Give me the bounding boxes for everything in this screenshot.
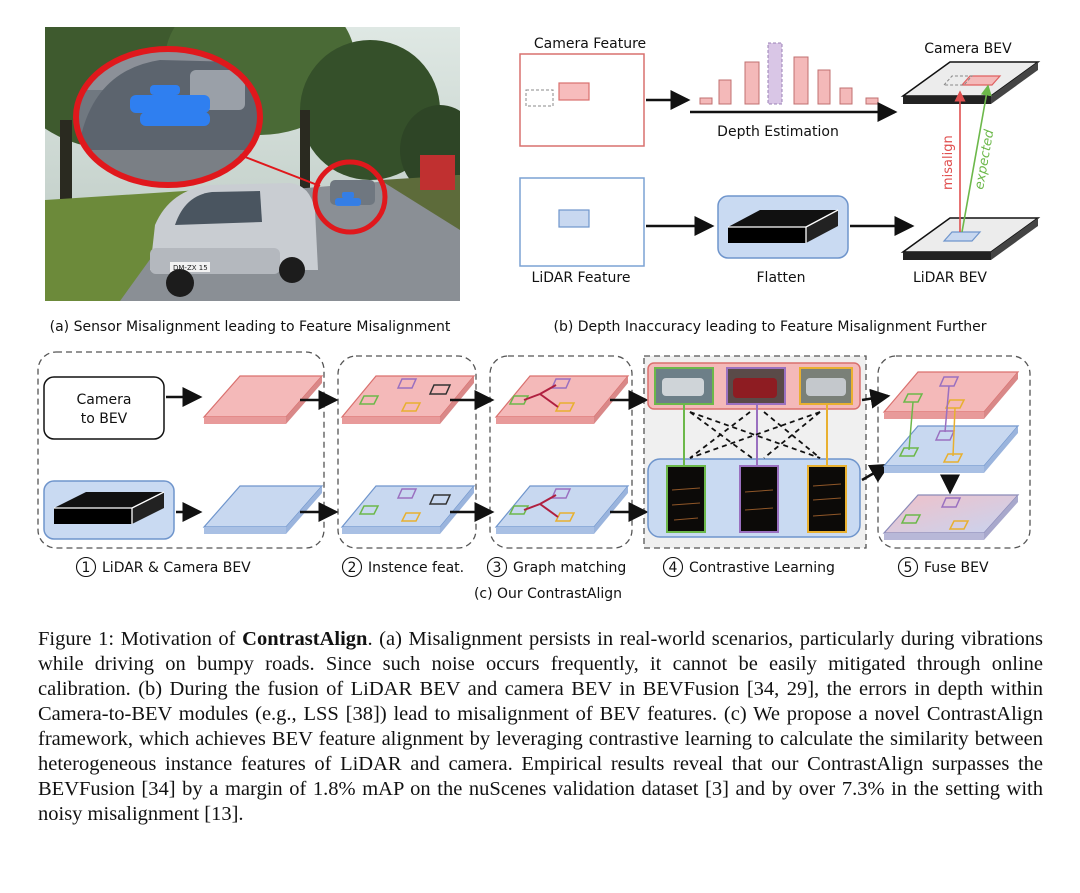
lidar-cube-icon	[54, 491, 165, 524]
camera-bev-label: Camera BEV	[924, 41, 1012, 57]
camera-bev-plane	[900, 61, 1041, 104]
panel-c-caption: (c) Our ContrastAlign	[474, 586, 622, 602]
camera-to-bev-line2: to BEV	[81, 411, 128, 427]
step-1: 1 LiDAR & Camera BEV	[75, 556, 251, 578]
panel-c-diagram: Camera to BEV	[37, 351, 1031, 578]
svg-text:2: 2	[348, 560, 357, 576]
fused-bev-plane	[882, 494, 1020, 540]
svg-text:Graph matching: Graph matching	[513, 560, 626, 576]
caption-prefix: Figure 1: Motivation of	[38, 628, 243, 650]
fuse-lidar-plane	[882, 385, 1020, 473]
lidar-bev-plane-3	[494, 485, 630, 534]
camera-bev-plane-1	[202, 375, 324, 424]
license-plate: DM-ZX 15	[173, 264, 208, 272]
lidar-bev-label: LiDAR BEV	[913, 270, 987, 286]
camera-bev-plane-3	[494, 375, 630, 424]
misalign-label: misalign	[941, 135, 956, 190]
step-3: 3 Graph matching	[486, 556, 626, 578]
step-2: 2 Instence feat.	[341, 556, 464, 578]
panel-b-diagram: Camera Feature Depth Estimation Camera B…	[519, 36, 1041, 286]
flatten-label: Flatten	[757, 270, 806, 286]
depth-estimation-label: Depth Estimation	[717, 124, 839, 140]
expected-label: expected	[972, 128, 997, 191]
camera-crops	[654, 367, 853, 405]
step-5: 5 Fuse BEV	[897, 556, 989, 578]
lidar-feature-label: LiDAR Feature	[532, 270, 631, 286]
zoom-inset	[73, 46, 321, 188]
panel-a-caption: (a) Sensor Misalignment leading to Featu…	[50, 319, 451, 335]
figure-diagram: DM-ZX 15 (a) Sensor Misalignmen	[37, 27, 1041, 602]
svg-text:Fuse BEV: Fuse BEV	[924, 560, 989, 576]
svg-text:4: 4	[669, 560, 678, 576]
lidar-bev-plane	[900, 217, 1041, 260]
svg-text:1: 1	[82, 560, 91, 576]
group-instance	[337, 355, 477, 549]
svg-text:5: 5	[904, 560, 913, 576]
caption-method-name: ContrastAlign	[242, 628, 368, 650]
svg-text:Instence feat.: Instence feat.	[368, 560, 464, 576]
step-4: 4 Contrastive Learning	[662, 556, 835, 578]
group-fuse	[877, 355, 1031, 549]
lidar-bev-plane-1	[202, 485, 324, 534]
misalignment-circle	[312, 159, 388, 235]
negative-pairs	[689, 411, 821, 459]
cube-icon	[728, 209, 839, 243]
figure-caption: Figure 1: Motivation of ContrastAlign. (…	[38, 627, 1043, 827]
fuse-camera-plane	[882, 371, 1020, 419]
caption-body: . (a) Misalignment persists in real-worl…	[38, 628, 1043, 825]
camera-to-bev-box	[43, 376, 165, 440]
camera-bev-plane-2	[340, 375, 476, 424]
street-photo: DM-ZX 15	[45, 27, 460, 301]
group-graph	[489, 355, 633, 549]
svg-text:3: 3	[493, 560, 502, 576]
camera-to-bev-line1: Camera	[77, 392, 132, 408]
panel-b-caption: (b) Depth Inaccuracy leading to Feature …	[554, 319, 987, 335]
svg-text:Contrastive Learning: Contrastive Learning	[689, 560, 835, 576]
camera-feature-label: Camera Feature	[534, 36, 646, 52]
svg-text:LiDAR & Camera BEV: LiDAR & Camera BEV	[102, 560, 251, 576]
depth-distribution	[699, 42, 879, 105]
group-bev	[37, 351, 325, 549]
lidar-crops	[666, 465, 847, 533]
lidar-bev-plane-2	[340, 485, 476, 534]
